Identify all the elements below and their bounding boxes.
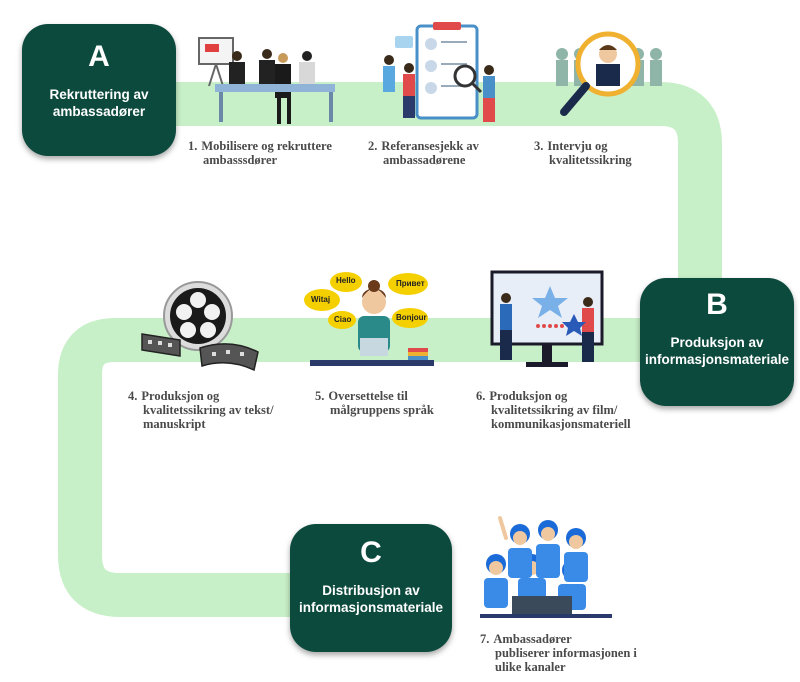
step-1-label: 1.Mobilisere og rekruttere ambasssdører xyxy=(188,139,332,167)
step-7-line3: ulike kanaler xyxy=(495,660,566,674)
ambassadors-group-illustration xyxy=(480,516,612,618)
step-2-label: 2.Referansesjekk av ambassadørene xyxy=(368,139,479,167)
reference-check-illustration xyxy=(383,22,495,122)
step-3-label: 3.Intervju og kvalitetssikring xyxy=(534,139,632,167)
step-4-line3: manuskript xyxy=(143,417,206,431)
step-1-line1: Mobilisere og rekruttere xyxy=(201,139,332,153)
step-3-line1: Intervju og xyxy=(547,139,608,153)
step-4-label: 4.Produksjon og kvalitetssikring av teks… xyxy=(128,389,274,431)
step-5-label: 5.Oversettelse til målgruppens språk xyxy=(315,389,434,417)
phase-c-title-line2: informasjonsmateriale xyxy=(298,600,444,615)
translator-illustration xyxy=(304,272,434,366)
step-2-line2: ambassadørene xyxy=(383,153,466,167)
presentation-screen-illustration xyxy=(490,270,604,367)
phase-a-box: A Rekruttering av ambassadører xyxy=(22,24,176,156)
step-7-label: 7.Ambassadører publiserer informasjonen … xyxy=(480,632,637,674)
step-1-line2: ambasssdører xyxy=(203,153,278,167)
step-6-line1: Produksjon og xyxy=(489,389,568,403)
phase-a-letter: A xyxy=(88,40,110,73)
step-6-line3: kommunikasjonsmateriell xyxy=(491,417,631,431)
step-6-line2: kvalitetssikring av film/ xyxy=(491,403,618,417)
step-4-line1: Produksjon og xyxy=(141,389,220,403)
step-4-line2: kvalitetssikring av tekst/ xyxy=(143,403,274,417)
interview-magnifier-illustration xyxy=(556,31,662,116)
bubble-witaj: Witaj xyxy=(311,295,331,304)
step-6-label: 6.Produksjon og kvalitetssikring av film… xyxy=(476,389,631,431)
phase-b-letter: B xyxy=(706,288,728,321)
phase-a-title-line1: Rekruttering av xyxy=(49,87,149,102)
step-5-num: 5. xyxy=(315,389,325,403)
step-6-num: 6. xyxy=(476,389,486,403)
bubble-hello: Hello xyxy=(336,276,356,285)
step-4-num: 4. xyxy=(128,389,138,403)
step-1-num: 1. xyxy=(188,139,198,153)
phase-c-box: C Distribusjon av informasjonsmateriale xyxy=(290,524,452,652)
bubble-ciao: Ciao xyxy=(334,315,352,324)
bubble-bonjour: Bonjour xyxy=(396,313,427,322)
phase-b-title-line1: Produksjon av xyxy=(670,335,764,350)
step-5-line1: Oversettelse til xyxy=(328,389,408,403)
phase-b-box: B Produksjon av informasjonsmateriale xyxy=(640,278,794,406)
meeting-illustration xyxy=(198,37,335,124)
step-5-line2: målgruppens språk xyxy=(330,403,434,417)
step-3-num: 3. xyxy=(534,139,544,153)
phase-b-title-line2: informasjonsmateriale xyxy=(644,352,790,367)
step-7-line1: Ambassadører xyxy=(493,632,572,646)
step-7-num: 7. xyxy=(480,632,490,646)
phase-c-title-line1: Distribusjon av xyxy=(322,583,420,598)
phase-c-letter: C xyxy=(360,536,382,569)
film-reel-illustration xyxy=(141,281,259,372)
bubble-privet: Привет xyxy=(396,279,425,288)
step-2-num: 2. xyxy=(368,139,378,153)
step-7-line2: publiserer informasjonen i xyxy=(495,646,637,660)
step-3-line2: kvalitetssikring xyxy=(549,153,632,167)
step-2-line1: Referansesjekk av xyxy=(381,139,479,153)
phase-a-title-line2: ambassadører xyxy=(52,104,146,119)
